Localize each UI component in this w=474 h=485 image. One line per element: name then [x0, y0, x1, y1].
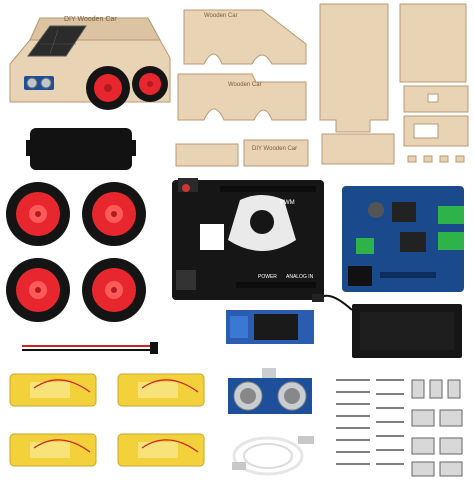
wood-panel-side-1 — [183, 9, 307, 65]
wheel-3 — [6, 258, 70, 322]
board-pwm-label: PWM — [280, 200, 295, 206]
battery-box — [312, 294, 462, 358]
wooden-panels — [175, 3, 469, 167]
reset-button — [182, 184, 190, 192]
wood-strip-2 — [243, 139, 309, 167]
wheel-1 — [6, 182, 70, 246]
car-wheel-rear — [132, 66, 168, 102]
motor-shield — [342, 186, 464, 292]
board-analog-label: ANALOG IN — [286, 274, 314, 280]
bluetooth-module — [226, 310, 314, 344]
board-power-label: POWER — [258, 274, 277, 280]
wood-top-plate — [399, 3, 467, 83]
wood-panel-side-2 — [177, 73, 307, 121]
gear-motor-4 — [117, 433, 205, 467]
car-sensor-eye-right — [40, 77, 52, 89]
gear-motor-2 — [117, 373, 205, 407]
car-sensor-eye-left — [26, 77, 38, 89]
wood-chassis-plate — [319, 3, 389, 133]
terminal-block-2 — [438, 232, 464, 250]
panel-text-1: Wooden Car — [204, 13, 238, 19]
gear-motor-1 — [9, 373, 97, 407]
terminal-block-1 — [438, 206, 464, 224]
screws-and-brackets — [336, 379, 404, 465]
terminal-block-3 — [356, 238, 374, 254]
metal-brackets — [411, 379, 463, 477]
wood-strip-1 — [175, 143, 239, 167]
gear-motor-3 — [9, 433, 97, 467]
wheel-4 — [82, 258, 146, 322]
wheel-2 — [82, 182, 146, 246]
wood-strip-3 — [321, 133, 395, 165]
car-brand-text: DIY Wooden Car — [64, 16, 117, 23]
battery-holder-small — [30, 128, 132, 170]
car-wheel-front — [86, 66, 130, 110]
assembled-car: DIY Wooden Car G — [9, 16, 171, 110]
panel-text-2: Wooden Car — [228, 82, 262, 88]
jumper-cable — [22, 342, 158, 354]
usb-cable — [232, 436, 314, 476]
solar-panel — [27, 25, 87, 57]
ultrasonic-sensor — [228, 368, 312, 414]
panel-text-3: DIY Wooden Car — [252, 146, 297, 152]
controller-board: PWM POWER ANALOG IN — [172, 178, 324, 300]
